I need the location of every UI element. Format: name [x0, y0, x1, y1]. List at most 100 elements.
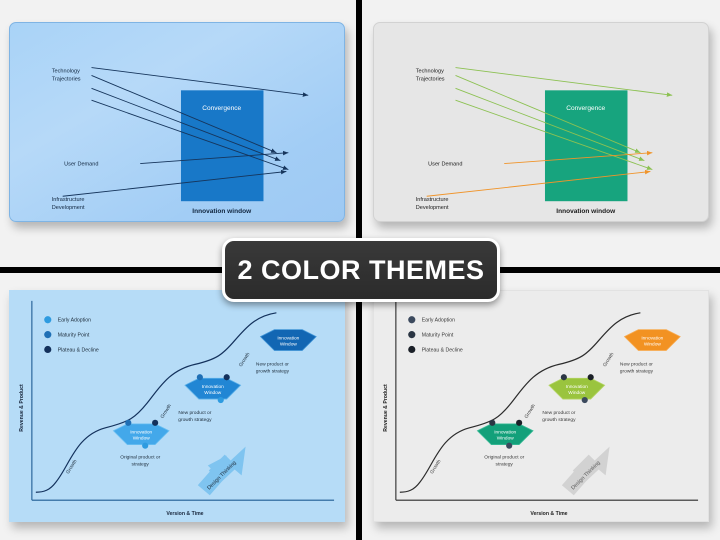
legend-label-early-adoption: Early Adoption	[422, 318, 455, 324]
panel-convergence-green[interactable]: Convergence Innovation window Technology…	[373, 22, 709, 222]
innovation-window-hex-2[interactable]: Innovation Window	[184, 374, 242, 404]
node-plateau-decline	[142, 442, 149, 449]
y-axis-title: Revenue & Product	[383, 384, 389, 432]
hex1-line1: Innovation	[130, 430, 152, 436]
node-plateau-decline	[581, 396, 588, 404]
label-technology-trajectories-line2: Trajectories	[416, 76, 445, 82]
legend-label-plateau-decline: Plateau & Decline	[422, 347, 463, 353]
caption-1-line1: Original product or	[120, 455, 160, 461]
convergence-box	[180, 90, 264, 202]
scurve-blue-svg: Design Thinking Innovation Window Innova…	[19, 300, 335, 517]
caption-3-line1: New product or	[620, 361, 653, 367]
hex2-line1: Innovation	[202, 384, 224, 390]
legend-dot-early-adoption	[44, 316, 52, 324]
caption-1-line2: strategy	[132, 461, 150, 467]
label-user-demand: User Demand	[428, 162, 462, 168]
legend-label-early-adoption: Early Adoption	[58, 318, 91, 324]
hex3-line1: Innovation	[641, 336, 663, 342]
growth-label-1: Growth	[65, 458, 79, 475]
convergence-blue-svg: Convergence Innovation window Technology…	[52, 67, 309, 215]
panel-scurve-blue[interactable]: Design Thinking Innovation Window Innova…	[9, 290, 345, 522]
node-maturity-point	[223, 374, 230, 381]
legend-dot-maturity-point	[408, 331, 416, 339]
legend-label-maturity-point: Maturity Point	[58, 333, 90, 339]
caption-2-line2: growth strategy	[178, 417, 212, 423]
caption-2-line1: New product or	[178, 410, 211, 416]
label-technology-trajectories-line2: Trajectories	[52, 76, 81, 82]
s-curve-path	[35, 312, 277, 493]
hex3-line2: Window	[644, 342, 661, 348]
convergence-green-svg: Convergence Innovation window Technology…	[416, 67, 673, 215]
innovation-window-caption: Innovation window	[556, 208, 616, 215]
infrastructure-arrow	[426, 169, 651, 197]
color-themes-banner[interactable]: 2 COLOR THEMES	[222, 238, 500, 302]
convergence-box-label: Convergence	[202, 105, 241, 112]
caption-2-line2: growth strategy	[542, 417, 576, 423]
hex1-line2: Window	[133, 436, 150, 442]
caption-3-line1: New product or	[256, 361, 289, 367]
caption-3-line2: growth strategy	[256, 368, 290, 374]
growth-label-3: Growth	[238, 351, 252, 368]
node-maturity-point	[587, 374, 594, 381]
panel-convergence-blue[interactable]: Convergence Innovation window Technology…	[9, 22, 345, 222]
label-infrastructure-line1: Infrastructure	[416, 197, 449, 203]
legend-dot-plateau-decline	[408, 345, 416, 354]
label-technology-trajectories-line1: Technology	[416, 69, 444, 75]
label-infrastructure-line2: Development	[416, 205, 449, 211]
hex2-line2: Window	[568, 390, 585, 396]
label-user-demand: User Demand	[64, 162, 98, 168]
y-axis-title: Revenue & Product	[19, 384, 25, 432]
s-curve-path	[399, 312, 641, 493]
legend-label-plateau-decline: Plateau & Decline	[58, 347, 99, 353]
innovation-window-hex-1[interactable]: Innovation Window	[112, 419, 170, 449]
hex1-line2: Window	[497, 436, 514, 442]
hex3-line1: Innovation	[277, 336, 299, 342]
innovation-window-hex-3[interactable]: Innovation Window	[259, 329, 317, 351]
infrastructure-arrow	[62, 169, 287, 197]
growth-label-2: Growth	[160, 403, 174, 420]
axes	[31, 300, 335, 501]
panel-scurve-multi[interactable]: Design Thinking Innovation Window Innova…	[373, 290, 709, 522]
innovation-window-hex-3[interactable]: Innovation Window	[623, 329, 681, 351]
legend: Early Adoption Maturity Point Plateau & …	[408, 316, 463, 353]
growth-label-2: Growth	[524, 403, 538, 420]
node-early-adoption	[560, 374, 567, 381]
legend: Early Adoption Maturity Point Plateau & …	[44, 316, 99, 353]
node-maturity-point	[152, 419, 159, 426]
caption-1-line2: strategy	[496, 461, 514, 467]
hex2-line2: Window	[204, 390, 221, 396]
growth-label-3: Growth	[602, 351, 616, 368]
caption-3-line2: growth strategy	[620, 368, 654, 374]
label-infrastructure-line1: Infrastructure	[52, 197, 85, 203]
legend-label-maturity-point: Maturity Point	[422, 333, 454, 339]
technology-trajectory-arrows	[455, 67, 673, 170]
hex2-line1: Innovation	[566, 384, 588, 390]
convergence-box-label: Convergence	[566, 105, 605, 112]
legend-dot-maturity-point	[44, 331, 52, 339]
label-infrastructure-line2: Development	[52, 205, 85, 211]
innovation-window-caption: Innovation window	[192, 208, 252, 215]
node-early-adoption	[125, 419, 132, 426]
legend-dot-plateau-decline	[44, 345, 52, 354]
x-axis-title: Version & Time	[530, 511, 567, 517]
node-early-adoption	[489, 419, 496, 426]
innovation-window-hex-2[interactable]: Innovation Window	[548, 374, 606, 404]
hex1-line1: Innovation	[494, 430, 516, 436]
technology-trajectory-arrows	[91, 67, 309, 170]
design-thinking-arrow	[197, 446, 246, 496]
growth-label-1: Growth	[429, 458, 443, 475]
node-early-adoption	[196, 374, 203, 381]
legend-dot-early-adoption	[408, 316, 416, 324]
innovation-window-hex-1[interactable]: Innovation Window	[476, 419, 534, 449]
node-plateau-decline	[506, 442, 513, 449]
axes	[395, 300, 699, 501]
caption-1-line1: Original product or	[484, 455, 524, 461]
node-plateau-decline	[217, 396, 224, 404]
banner-label: 2 COLOR THEMES	[237, 254, 485, 285]
hex3-line2: Window	[280, 342, 297, 348]
user-demand-arrow	[504, 150, 653, 165]
caption-2-line1: New product or	[542, 410, 575, 416]
user-demand-arrow	[140, 150, 289, 165]
scurve-multi-svg: Design Thinking Innovation Window Innova…	[383, 300, 699, 517]
